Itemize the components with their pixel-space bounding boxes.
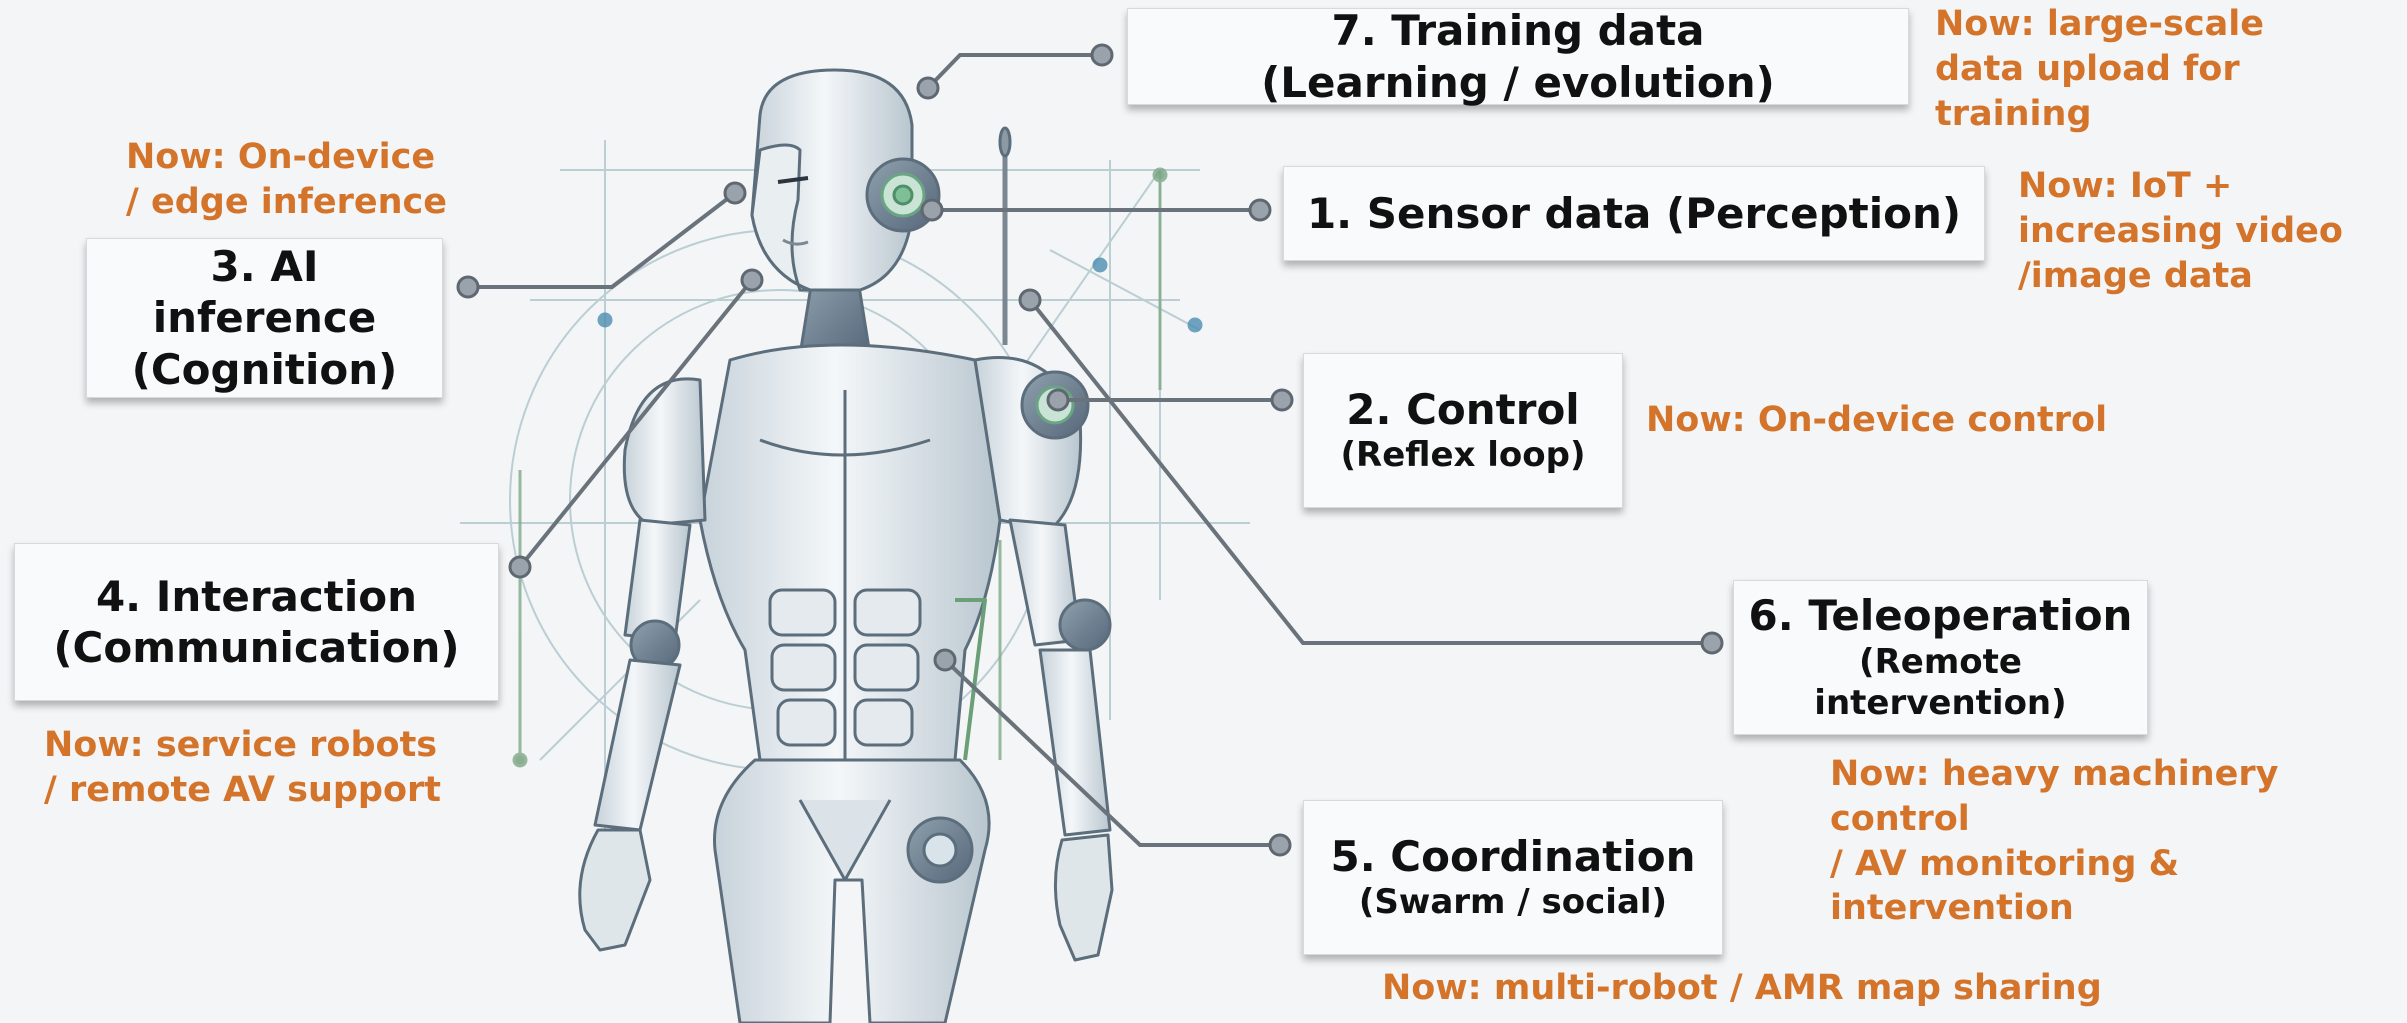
note-interaction: Now: service robots / remote AV support [44,725,442,810]
card-inference-line2: inference [152,293,377,343]
card-ai-inference: 3. AI inference (Cognition) [86,238,443,398]
node-jaw [740,268,764,292]
card-coordination-subtitle: (Swarm / social) [1358,882,1668,923]
card-teleoperation: 6. Teleoperation (Remote intervention) [1733,580,2148,735]
card-coordination: 5. Coordination (Swarm / social) [1303,800,1723,955]
note-teleoperation: Now: heavy machinery control / AV monito… [1830,754,2279,929]
blueprint-accent-lines [512,167,1203,768]
node-training [1090,43,1114,67]
note-training: Now: large-scale data upload for trainin… [1935,4,2264,134]
connector-interaction [518,278,754,569]
card-sensor-data: 1. Sensor data (Perception) [1283,166,1985,261]
connector-teleoperation [1028,298,1712,645]
note-control: Now: On-device control [1646,400,2108,440]
card-teleoperation-line2: (Remote [1859,641,2022,682]
card-inference-line1: 3. AI [210,242,319,292]
node-control [1270,388,1294,412]
connector-coordination [943,658,1280,847]
card-training-subtitle: (Learning / evolution) [1261,57,1775,107]
card-sensor-title: 1. Sensor data (Perception) [1306,188,1962,238]
card-interaction-title: 4. Interaction [95,571,418,621]
card-control-subtitle: (Reflex loop) [1340,435,1586,476]
card-interaction: 4. Interaction (Communication) [14,543,499,701]
card-coordination-title: 5. Coordination [1330,832,1696,882]
card-control: 2. Control (Reflex loop) [1303,353,1623,508]
node-face [723,181,747,205]
node-antenna [1018,288,1042,312]
connector-lines [468,53,1712,847]
card-teleoperation-title: 6. Teleoperation [1748,591,2133,641]
card-teleoperation-line3: intervention) [1814,683,2067,724]
card-inference-line3: (Cognition) [131,344,398,394]
robot-figure [578,68,1114,1023]
node-ear [920,198,944,222]
node-inference [456,275,480,299]
node-waist [933,648,957,672]
connector-inference [468,191,737,289]
connector-training [926,53,1102,90]
node-head-top [916,76,940,100]
card-control-title: 2. Control [1346,385,1580,435]
note-coordination: Now: multi-robot / AMR map sharing [1382,968,2102,1008]
note-sensor: Now: IoT + increasing video /image data [2018,166,2343,296]
node-interaction [508,555,532,579]
node-sensor [1248,198,1272,222]
node-shoulder [1046,388,1070,412]
connector-nodes [456,43,1724,857]
node-coordination [1268,833,1292,857]
card-training-data: 7. Training data (Learning / evolution) [1127,6,1909,107]
card-interaction-subtitle: (Communication) [53,623,460,672]
node-teleoperation [1700,631,1724,655]
note-inference: Now: On-device / edge inference [126,137,448,222]
card-training-title: 7. Training data [1331,6,1705,56]
